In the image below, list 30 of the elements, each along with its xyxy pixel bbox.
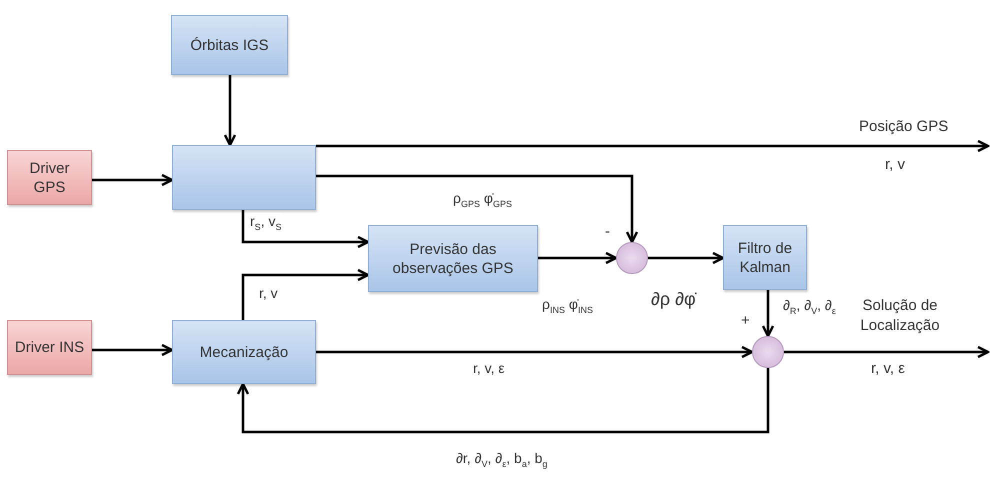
process-box [172,320,316,384]
arrow [224,75,236,146]
arrow [648,252,724,264]
arrow [92,174,174,186]
node-label: Previsão das observações GPS [392,240,514,278]
edge-label: ∂ρ ∂φ̇ [650,291,697,308]
process-box [368,225,538,292]
edge-label: Posição GPS [858,118,950,135]
summing-junction [616,242,648,274]
arrow [242,268,370,320]
node-label: Filtro de Kalman [736,238,794,276]
arrow [316,174,638,244]
arrow [316,346,754,358]
process-box [723,225,807,290]
driver-box [7,150,92,205]
arrow [92,344,174,356]
arrow [242,210,370,248]
driver-box [7,320,92,375]
process-box [172,145,316,210]
node-label: Driver GPS [28,158,70,196]
arrow [538,252,618,264]
summing-junction [752,336,784,368]
process-box [171,15,288,75]
node-label: Mecanização [198,342,290,362]
arrow [236,368,770,434]
arrow [784,346,990,358]
node-label: Driver INS [14,338,86,357]
arrow [316,140,990,152]
arrow [762,290,774,338]
node-label: Órbitas IGS [189,36,270,54]
